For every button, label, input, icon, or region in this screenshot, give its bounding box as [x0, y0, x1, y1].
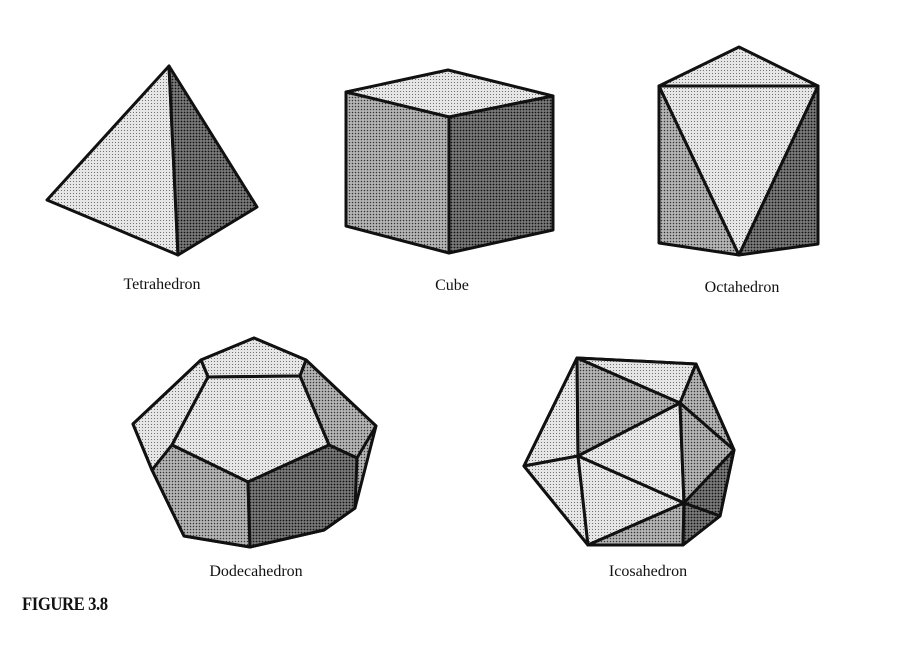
tetrahedron-label: Tetrahedron: [123, 276, 201, 293]
octahedron-drawing: [657, 45, 820, 257]
dodecahedron-drawing: [131, 336, 378, 549]
cube-drawing: [344, 68, 555, 255]
cube-front-face: [344, 90, 451, 255]
cube-side-face: [447, 94, 555, 255]
dodecahedron-top-face: [199, 336, 308, 379]
tetrahedron-side-face: [167, 64, 259, 257]
tetrahedron-drawing: [45, 64, 259, 257]
dodecahedron-lower-right-face: [246, 443, 359, 549]
dodecahedron-label: Dodecahedron: [209, 563, 303, 580]
octahedron-right-face: [737, 84, 820, 257]
tetrahedron-front-face: [45, 64, 180, 257]
icosahedron-drawing: [522, 356, 736, 547]
icosahedron-face-upper-left: [522, 356, 580, 468]
octahedron-top-face: [657, 45, 820, 88]
octahedron-label: Octahedron: [704, 279, 780, 296]
dodecahedron-lower-left-face: [150, 443, 252, 549]
icosahedron-label: Icosahedron: [608, 563, 688, 580]
figure-caption: FIGURE 3.8: [22, 594, 108, 615]
icosahedron-face-bottom-right: [681, 501, 722, 547]
cube-label: Cube: [435, 277, 469, 294]
